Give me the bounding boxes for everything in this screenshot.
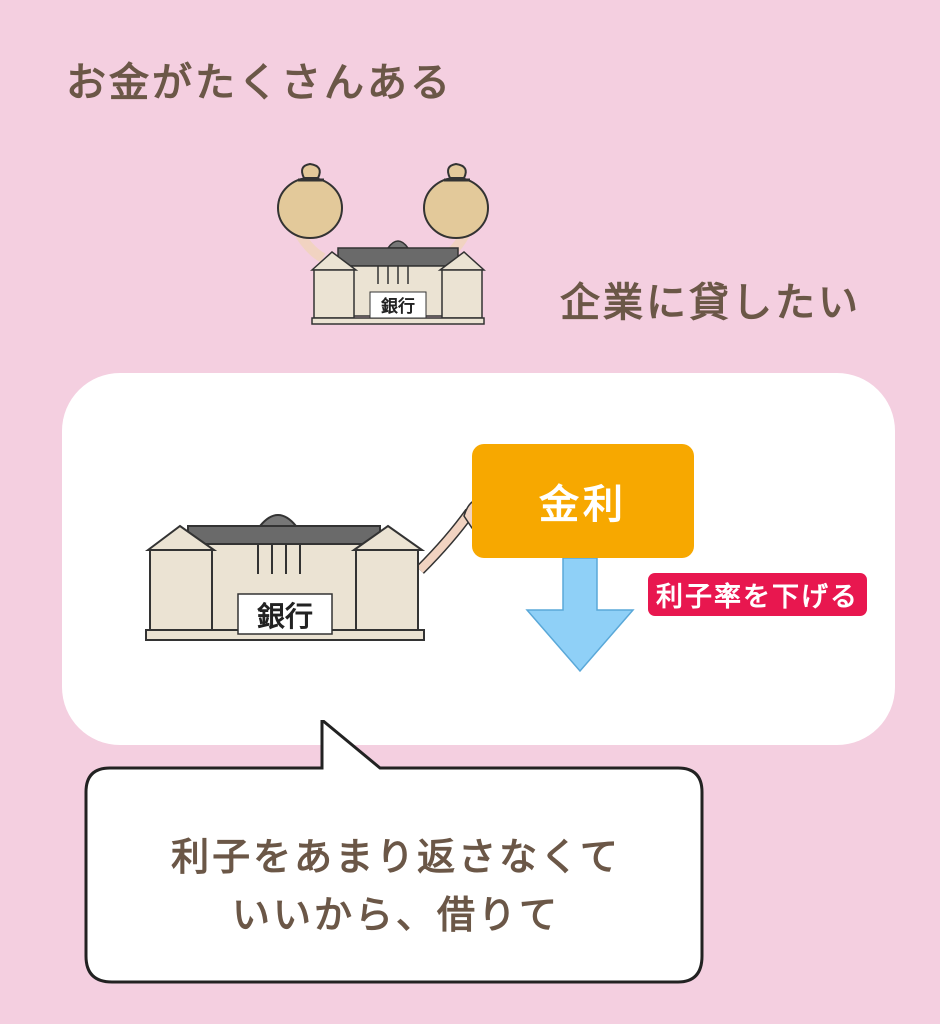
speech-line-1: 利子をあまり返さなくて [171,835,621,879]
bank-large: 銀行 [145,498,491,641]
speech-bubble [84,720,704,984]
money-bag-icon [277,162,343,239]
speech-line-2: いいから、借りて [231,893,560,937]
bank-building-icon: 銀行 [310,240,486,325]
bank-building-icon: 銀行 [145,514,426,641]
headline-text: お金がたくさんある [66,60,453,106]
lower-interest-badge: 利子率を下げる [648,573,867,616]
money-bag-icon [423,162,489,239]
interest-rate-box: 金利 [472,444,694,558]
bank-label: 銀行 [381,296,415,317]
arm [417,509,474,573]
bank-label: 銀行 [257,600,313,633]
subline-text: 企業に貸したい [560,280,861,326]
interest-rate-label: 金利 [539,482,627,528]
down-arrow-icon [525,558,635,673]
speech-text: 利子をあまり返さなくて いいから、借りて [90,828,702,944]
badge-label: 利子率を下げる [656,582,859,613]
bank-with-money-bags: 銀行 [277,162,489,325]
